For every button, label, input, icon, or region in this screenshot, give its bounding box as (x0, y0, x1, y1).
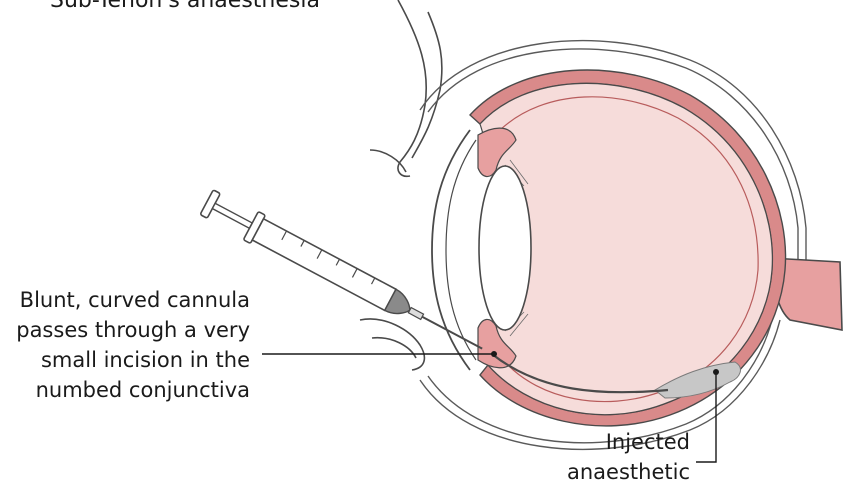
cannula-needle (422, 317, 482, 349)
face-outline (360, 0, 442, 370)
injected-leader-dot (713, 369, 719, 375)
cannula-label-line-1: Blunt, curved cannula (0, 285, 250, 315)
cannula-leader-dot (491, 351, 497, 357)
injected-label-line-1: Injected (560, 427, 690, 457)
cornea (432, 130, 470, 370)
syringe-plunger-rod (212, 203, 252, 228)
injected-anaesthetic-label: Injected anaesthetic (560, 427, 690, 487)
cannula-label-line-4: numbed conjunctiva (0, 375, 250, 405)
syringe-barrel (252, 219, 396, 311)
cannula-label: Blunt, curved cannula passes through a v… (0, 285, 250, 405)
injected-label-line-2: anaesthetic (560, 457, 690, 487)
cannula-label-line-3: small incision in the (0, 345, 250, 375)
syringe-hub (408, 308, 423, 320)
cornea-inner (446, 140, 476, 360)
cannula-label-line-2: passes through a very (0, 315, 250, 345)
diagram-title: Sub-Tenon's anaesthesia (50, 0, 320, 13)
lens (479, 166, 531, 330)
